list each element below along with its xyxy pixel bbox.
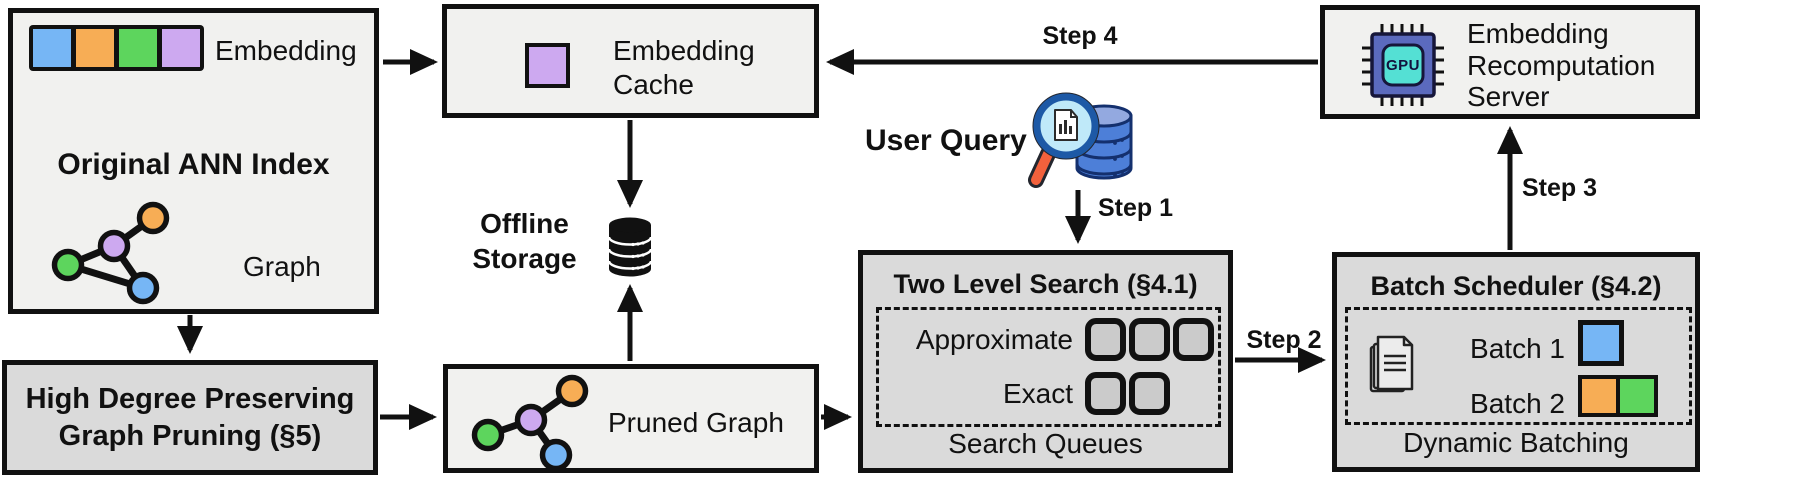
- recomputation-server-line1: Embedding: [1467, 18, 1609, 49]
- graph-node-blue: [126, 271, 160, 305]
- dynamic-batching-dashed-panel: [1345, 307, 1692, 425]
- queue-slot-icon: [1173, 318, 1214, 361]
- pruned-graph-box: Pruned Graph: [443, 364, 819, 473]
- graph-node-blue: [539, 438, 573, 469]
- queue-slot-icon: [1085, 372, 1126, 415]
- embedding-cache-label: Embedding Cache: [613, 34, 755, 102]
- two-level-search-box: Two Level Search (§4.1) Approximate Exac…: [858, 250, 1233, 473]
- search-queues-dashed-panel: Approximate Exact: [876, 307, 1221, 427]
- exact-queue-icons: [1085, 372, 1214, 415]
- step2-label: Step 2: [1246, 326, 1322, 354]
- graph-node-orange: [136, 201, 170, 235]
- gpu-chip-label: GPU: [1385, 56, 1420, 74]
- embedding-label: Embedding: [215, 35, 357, 66]
- graph-pruning-line2: Graph Pruning (§5): [58, 419, 322, 452]
- ann-graph-icon: [51, 201, 170, 305]
- embedding-cell-orange-icon: [76, 29, 114, 67]
- recomputation-server-label: Embedding Recomputation Server: [1467, 18, 1655, 113]
- embedding-cell-blue-icon: [33, 29, 71, 67]
- pruned-graph-icon: [471, 374, 589, 469]
- query-search-icon: [1028, 92, 1133, 188]
- graph-node-purple: [514, 403, 548, 437]
- approximate-label: Approximate: [915, 323, 1073, 355]
- dynamic-batching-caption: Dynamic Batching: [1403, 427, 1629, 458]
- pruned-graph-label: Pruned Graph: [608, 407, 784, 438]
- batch-scheduler-box: Batch Scheduler (§4.2) Batch 1 Batch 2 D…: [1332, 252, 1700, 472]
- ann-index-title: Original ANN Index: [57, 148, 330, 181]
- original-ann-index-box: Embedding Original ANN Index Graph: [8, 8, 379, 314]
- recomputation-server-line3: Server: [1467, 81, 1550, 112]
- cached-embedding-swatch-icon: [525, 43, 570, 88]
- batch2-swatch-green-icon: [1620, 379, 1654, 413]
- approximate-queue-icons: [1085, 318, 1214, 361]
- offline-storage-line1: Offline: [480, 208, 569, 239]
- embedding-cell-purple-icon: [162, 29, 200, 67]
- batch1-label: Batch 1: [1470, 333, 1565, 364]
- batch2-label: Batch 2: [1470, 388, 1565, 419]
- batch-scheduler-title: Batch Scheduler (§4.2): [1370, 271, 1662, 301]
- database-icon: [607, 217, 653, 277]
- step1-label: Step 1: [1098, 194, 1174, 222]
- embedding-vector-icon: [29, 25, 204, 71]
- embedding-cache-box: Embedding Cache: [442, 4, 819, 118]
- queue-slot-icon: [1085, 318, 1126, 361]
- gpu-chip-icon: [1362, 24, 1444, 106]
- offline-storage-line2: Storage: [472, 243, 577, 274]
- search-queues-caption: Search Queues: [948, 428, 1143, 459]
- batch1-swatch-blue-icon: [1578, 320, 1624, 366]
- queue-slot-icon: [1129, 318, 1170, 361]
- exact-label: Exact: [1002, 377, 1073, 409]
- batch2-swatches-icon: [1578, 375, 1658, 417]
- documents-icon: [1369, 335, 1414, 393]
- graph-node-green: [471, 418, 505, 452]
- offline-storage-label: Offline Storage: [452, 206, 597, 276]
- batch2-swatch-orange-icon: [1582, 379, 1616, 413]
- user-query-label: User Query: [865, 124, 1027, 157]
- embedding-cache-line1: Embedding: [613, 35, 755, 66]
- graph-pruning-title: High Degree Preserving Graph Pruning (§5…: [26, 381, 355, 455]
- two-level-search-title: Two Level Search (§4.1): [893, 269, 1198, 299]
- graph-node-orange: [555, 374, 589, 408]
- step4-label: Step 4: [1042, 22, 1118, 50]
- exact-queue-row: Exact: [889, 372, 1214, 415]
- queue-slot-icon: [1129, 372, 1170, 415]
- recomputation-server-line2: Recomputation: [1467, 49, 1656, 81]
- step3-label: Step 3: [1522, 174, 1598, 202]
- approximate-queue-row: Approximate: [889, 318, 1214, 361]
- graph-pruning-box: High Degree Preserving Graph Pruning (§5…: [2, 360, 378, 475]
- graph-node-purple: [97, 229, 131, 263]
- graph-label: Graph: [243, 251, 321, 282]
- embedding-cell-green-icon: [119, 29, 157, 67]
- graph-node-green: [51, 248, 85, 282]
- graph-pruning-line1: High Degree Preserving: [25, 382, 355, 415]
- recomputation-server-box: GPU Embedding Recomputation Server: [1320, 5, 1700, 119]
- embedding-cache-line2: Cache: [613, 69, 694, 100]
